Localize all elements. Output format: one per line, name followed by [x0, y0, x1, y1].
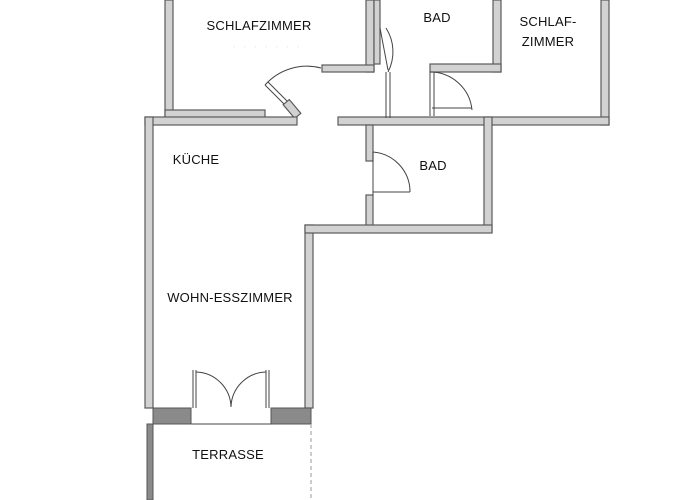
label-bad-middle: BAD: [419, 158, 446, 173]
wall-living-left: [144, 116, 154, 409]
label-terrasse: TERRASSE: [192, 447, 264, 462]
wall-bedroom-left: [164, 0, 174, 119]
wall-bad2-right: [483, 116, 493, 233]
wall-bad2-left-bottom: [365, 194, 374, 228]
wall-bad2-bottom: [304, 224, 493, 234]
label-schlafzimmer-top: SCHLAFZIMMER: [207, 18, 312, 33]
wall-bad1-bottom: [429, 63, 502, 73]
label-bad-top: BAD: [423, 10, 450, 25]
wall-terrace-left: [146, 423, 154, 500]
wall-bad1-right: [492, 0, 502, 73]
wall-corridor-bottom: [337, 116, 610, 126]
wall-terrace-right-pier: [270, 407, 312, 425]
label-kueche: KÜCHE: [173, 152, 220, 167]
wall-terrace-left-pier: [152, 407, 192, 425]
label-wohn-esszimmer: WOHN-ESSZIMMER: [167, 290, 293, 305]
watermark-text: · · · · · · ·: [232, 41, 302, 53]
wall-kitchen-top: [144, 116, 298, 126]
wall-bad1-left: [373, 0, 381, 65]
wall-bedroom-right: [365, 0, 375, 73]
room-bad-middle: [304, 116, 493, 234]
label-schlafzimmer-right-1: SCHLAF-: [519, 14, 576, 29]
wall-bedroom2-right: [600, 0, 610, 126]
door-corridor-top: [264, 27, 473, 120]
terrace-connection: [152, 370, 312, 425]
room-schlafzimmer-right: [337, 0, 610, 126]
wall-living-right: [304, 224, 314, 409]
walls-living-area: [144, 116, 314, 409]
wall-bedroom-bottom-right: [321, 64, 375, 73]
room-bad-top: [373, 0, 502, 73]
label-schlafzimmer-right-2: ZIMMER: [522, 34, 574, 49]
room-terrasse: [146, 423, 312, 500]
wall-bad2-left-top: [365, 124, 374, 162]
